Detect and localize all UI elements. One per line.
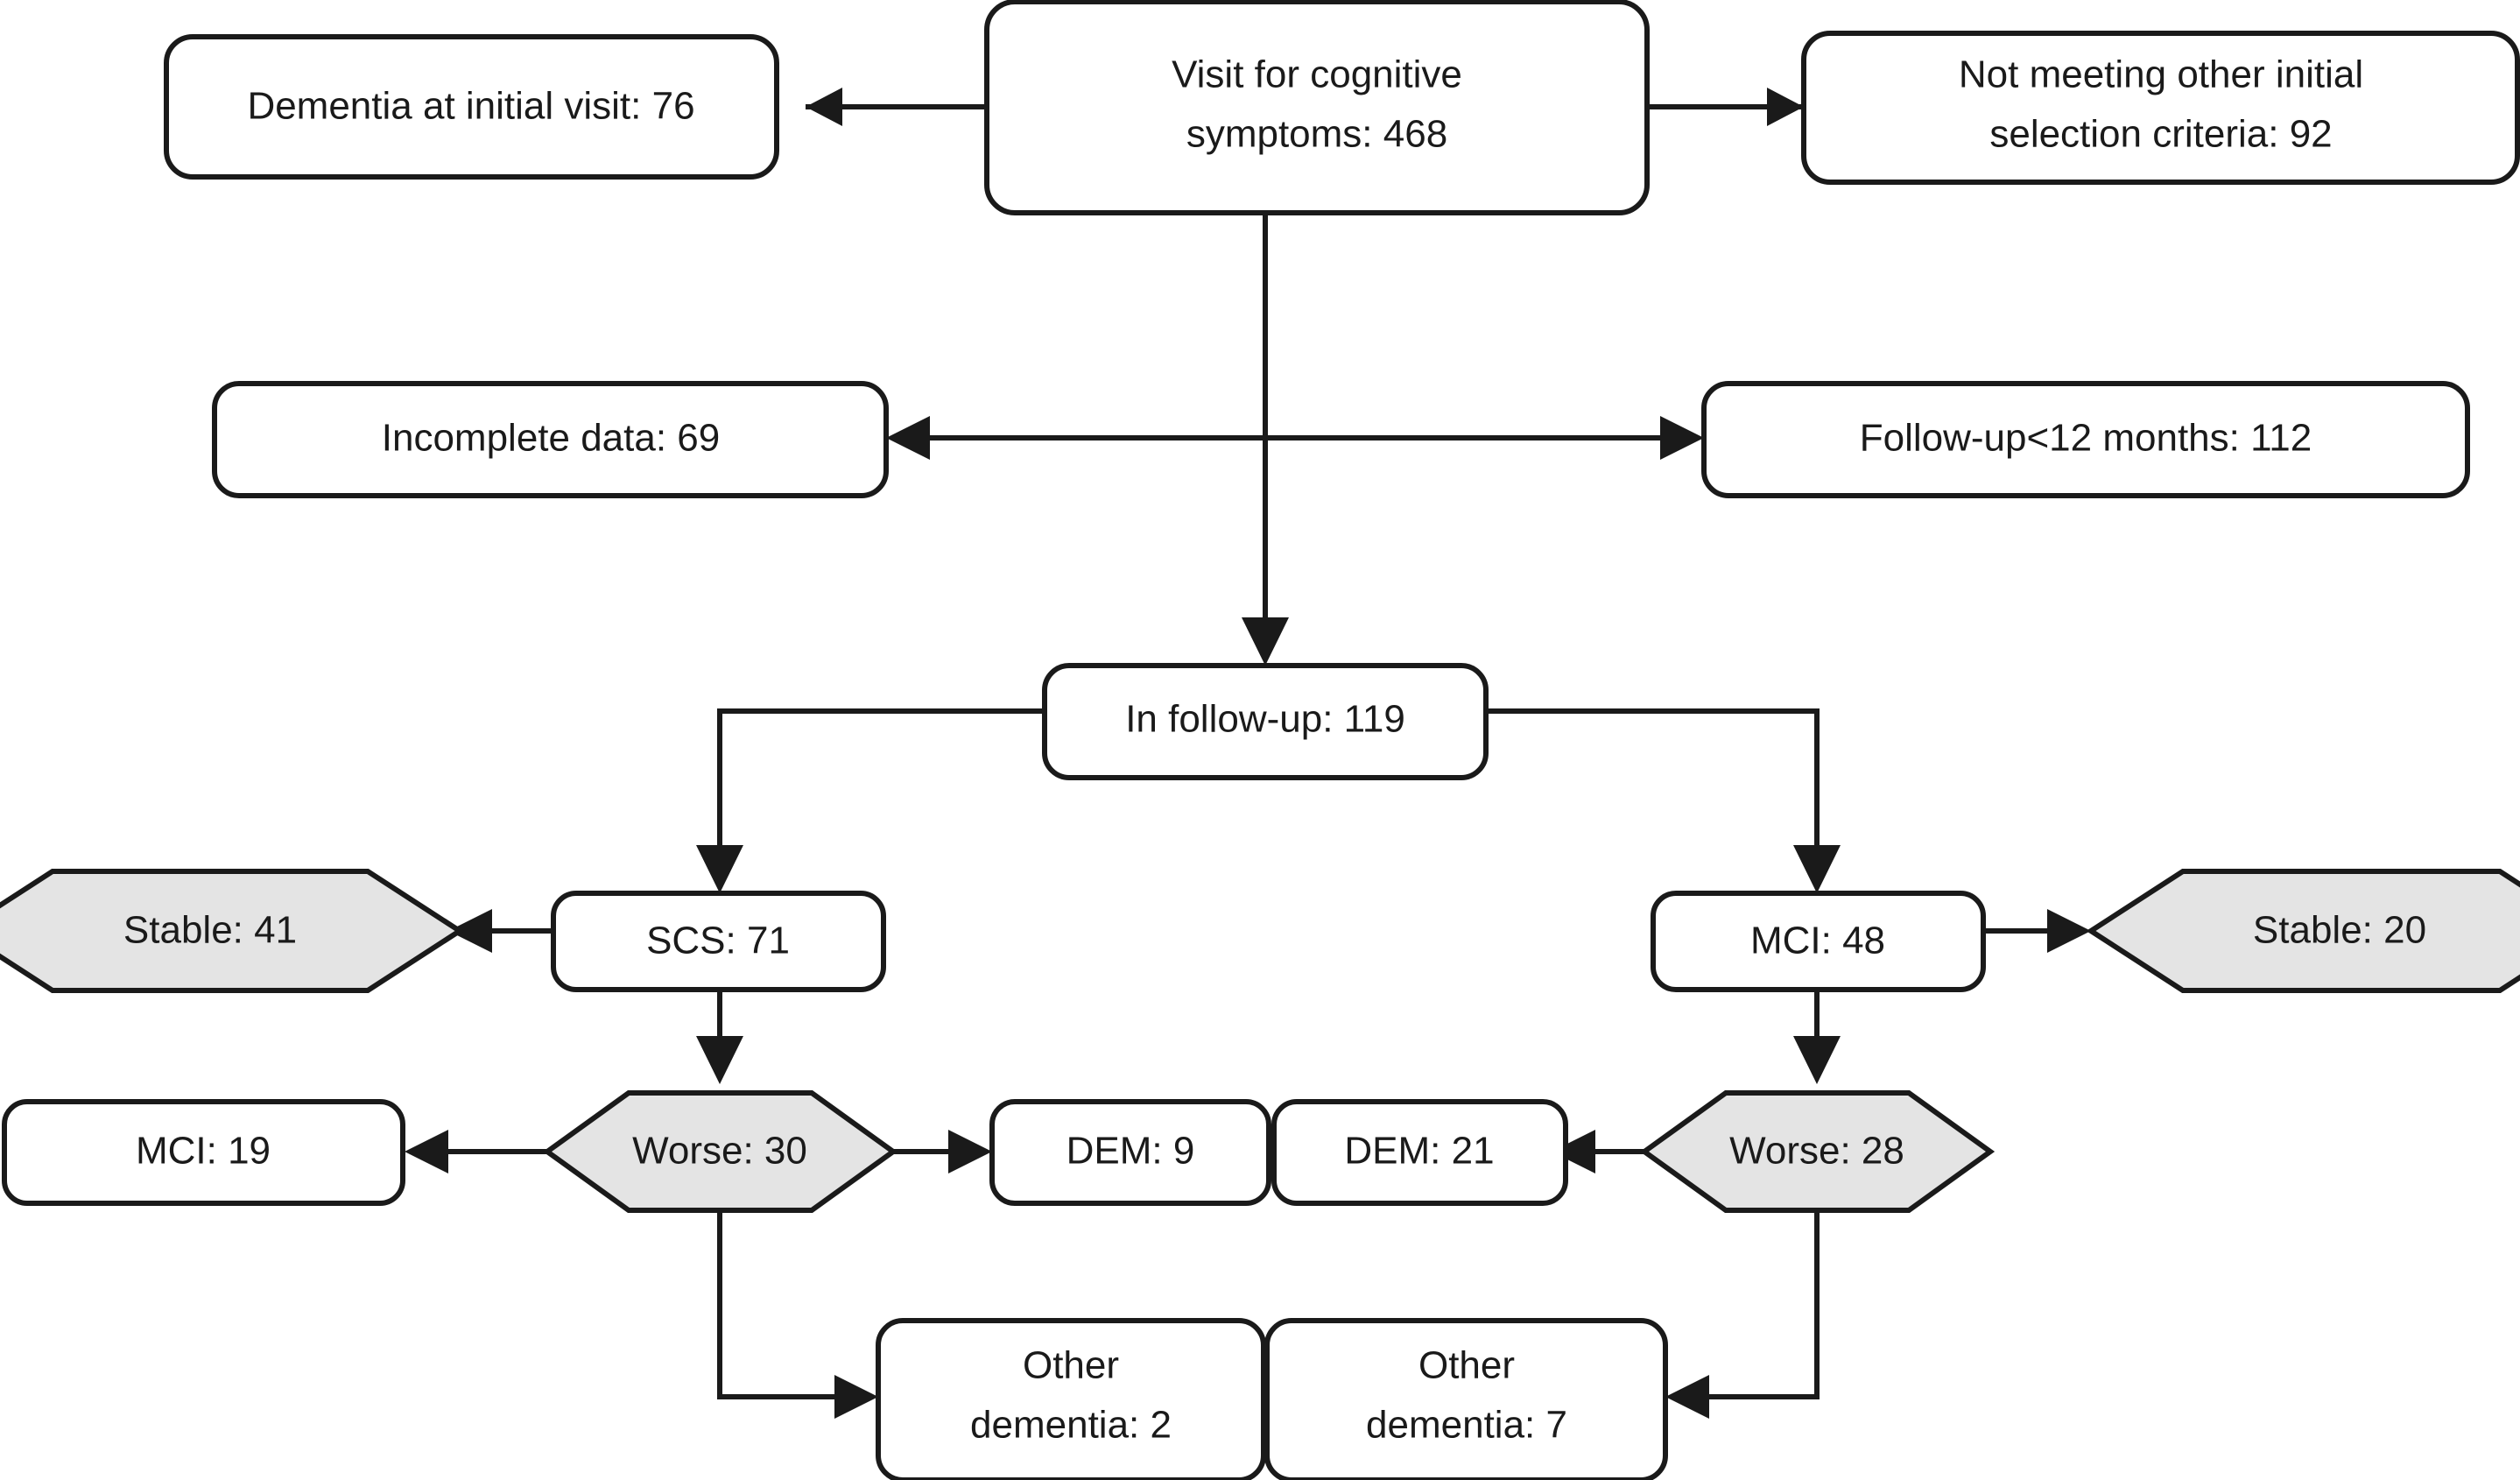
- node-incomplete-data-shape: [212, 381, 889, 498]
- node-other-dementia-7-shape: [1264, 1318, 1668, 1480]
- node-incomplete-data-label: Incomplete data: 69: [382, 417, 720, 460]
- node-dementia-initial-visit-shape: [164, 34, 779, 180]
- node-stable-41-label: Stable: 41: [123, 909, 297, 952]
- node-in-followup-shape: [1042, 663, 1489, 780]
- node-scs-shape: [551, 891, 886, 992]
- node-dementia-initial-visit-label: Dementia at initial visit: 76: [247, 85, 694, 128]
- node-dem-9-label: DEM: 9: [1066, 1130, 1195, 1173]
- node-mci-19-shape: [2, 1099, 405, 1206]
- node-scs[interactable]: SCS: 71: [551, 891, 886, 992]
- node-mci-48-label: MCI: 48: [1750, 920, 1885, 962]
- node-worse-30[interactable]: Worse: 30: [542, 1090, 898, 1213]
- node-dementia-initial-visit[interactable]: Dementia at initial visit: 76: [164, 34, 779, 180]
- node-not-meeting-criteria-label-line1: Not meeting other initial: [1959, 53, 2363, 96]
- node-not-meeting-criteria[interactable]: Not meeting other initial selection crit…: [1801, 31, 2520, 185]
- node-other-dementia-7-label-line1: Other: [1418, 1344, 1515, 1387]
- edge-worse28-to-dem21: [1552, 1130, 1644, 1173]
- edge-scs-to-stable41: [448, 909, 553, 953]
- node-followup-under-12-months-label: Follow-up<12 months: 112: [1860, 417, 2312, 460]
- node-other-dementia-2-label-line1: Other: [1023, 1344, 1119, 1387]
- edge-visit-to-in-followup: [1242, 213, 1289, 666]
- node-scs-label: SCS: 71: [646, 920, 790, 962]
- node-stable-20[interactable]: Stable: 20: [2086, 869, 2520, 993]
- node-worse-28-shape: [1639, 1090, 1996, 1213]
- edge-scs-to-worse30: [696, 990, 743, 1084]
- node-visit-cognitive-symptoms-label-line2: symptoms: 468: [1186, 113, 1447, 156]
- node-worse-30-shape: [542, 1090, 898, 1213]
- edge-visit-to-dementia: [806, 88, 987, 126]
- node-not-meeting-criteria-shape: [1801, 31, 2520, 185]
- node-other-dementia-2[interactable]: Other dementia: 2: [876, 1318, 1266, 1480]
- node-other-dementia-2-label-line2: dementia: 2: [970, 1404, 1172, 1447]
- node-mci-19-label: MCI: 19: [136, 1130, 271, 1173]
- node-mci-48[interactable]: MCI: 48: [1651, 891, 1986, 992]
- node-worse-28[interactable]: Worse: 28: [1639, 1090, 1996, 1213]
- edge-mci48-to-stable20: [1983, 909, 2091, 953]
- node-not-meeting-criteria-label-line2: selection criteria: 92: [1989, 113, 2332, 156]
- node-incomplete-data[interactable]: Incomplete data: 69: [212, 381, 889, 498]
- node-dem-9[interactable]: DEM: 9: [989, 1099, 1271, 1206]
- node-in-followup-label: In follow-up: 119: [1125, 698, 1405, 741]
- node-other-dementia-2-shape: [876, 1318, 1266, 1480]
- edge-worse30-to-other2: [717, 1209, 878, 1419]
- node-visit-cognitive-symptoms-label-line1: Visit for cognitive: [1172, 53, 1462, 96]
- node-in-followup[interactable]: In follow-up: 119: [1042, 663, 1489, 780]
- node-mci-48-shape: [1651, 891, 1986, 992]
- edge-mci48-to-worse28: [1793, 990, 1841, 1084]
- node-stable-20-label: Stable: 20: [2253, 909, 2426, 952]
- node-worse-28-label: Worse: 28: [1729, 1130, 1904, 1173]
- node-stable-41[interactable]: Stable: 41: [0, 869, 465, 993]
- node-stable-41-shape: [0, 869, 465, 993]
- edge-followup-to-mci: [1486, 708, 1841, 893]
- node-dem-9-shape: [989, 1099, 1271, 1206]
- node-followup-under-12-months-shape: [1701, 381, 2470, 498]
- node-worse-30-label: Worse: 30: [632, 1130, 807, 1173]
- edge-followup-to-scs: [696, 708, 1045, 893]
- node-stable-20-shape: [2086, 869, 2520, 993]
- node-followup-under-12-months[interactable]: Follow-up<12 months: 112: [1701, 381, 2470, 498]
- node-other-dementia-7-label-line2: dementia: 7: [1366, 1404, 1567, 1447]
- node-dem-21-label: DEM: 21: [1344, 1130, 1494, 1173]
- edge-worse30-to-dem9: [893, 1130, 992, 1173]
- edge-incomplete-followup: [886, 416, 1704, 460]
- node-other-dementia-7[interactable]: Other dementia: 7: [1264, 1318, 1668, 1480]
- edge-visit-to-not-meeting: [1647, 88, 1804, 126]
- node-visit-cognitive-symptoms-shape: [984, 0, 1650, 215]
- node-mci-19[interactable]: MCI: 19: [2, 1099, 405, 1206]
- edge-worse30-to-mci19: [405, 1130, 547, 1173]
- node-dem-21[interactable]: DEM: 21: [1271, 1099, 1568, 1206]
- node-visit-cognitive-symptoms[interactable]: Visit for cognitive symptoms: 468: [984, 0, 1650, 215]
- node-dem-21-shape: [1271, 1099, 1568, 1206]
- edge-worse28-to-other7: [1665, 1209, 1820, 1419]
